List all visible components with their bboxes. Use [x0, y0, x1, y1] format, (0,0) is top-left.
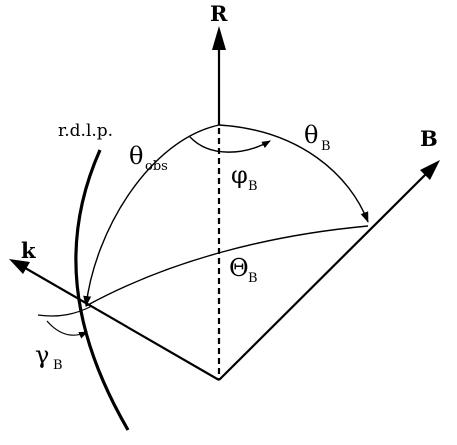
gamma-b-subscript: B [53, 358, 63, 373]
theta-b-subscript: B [321, 139, 331, 154]
phi-b-subscript: B [248, 179, 258, 194]
rdlp-curve [74, 149, 130, 431]
gamma-b-symbol: γ [35, 341, 49, 369]
phi-b-arc [189, 136, 271, 153]
k-axis-label: k [21, 238, 36, 263]
theta-obs-subscript: obs [145, 159, 168, 174]
phi-b-symbol: φ [231, 161, 248, 189]
big-theta-b-subscript: B [248, 271, 258, 286]
rdlp-label: r.d.l.p. [58, 121, 113, 141]
b-axis-label: B [420, 126, 438, 151]
theta-b-symbol: θ [304, 121, 318, 149]
theta-b-arc [218, 124, 369, 223]
big-theta-b-arc [85, 225, 369, 307]
b-axis [218, 167, 433, 381]
gamma-b-arc [46, 320, 88, 339]
r-axis-label: R [210, 1, 228, 26]
k-axis [19, 264, 220, 381]
theta-obs-arc [83, 124, 220, 307]
big-theta-b-symbol: Θ [229, 254, 249, 282]
k-axis-arrowhead [9, 259, 30, 274]
theta-obs-symbol: θ [129, 142, 143, 170]
r-axis-arrowhead [212, 26, 226, 50]
b-axis-arrowhead [420, 160, 440, 180]
gamma-tangent-line [37, 305, 93, 317]
